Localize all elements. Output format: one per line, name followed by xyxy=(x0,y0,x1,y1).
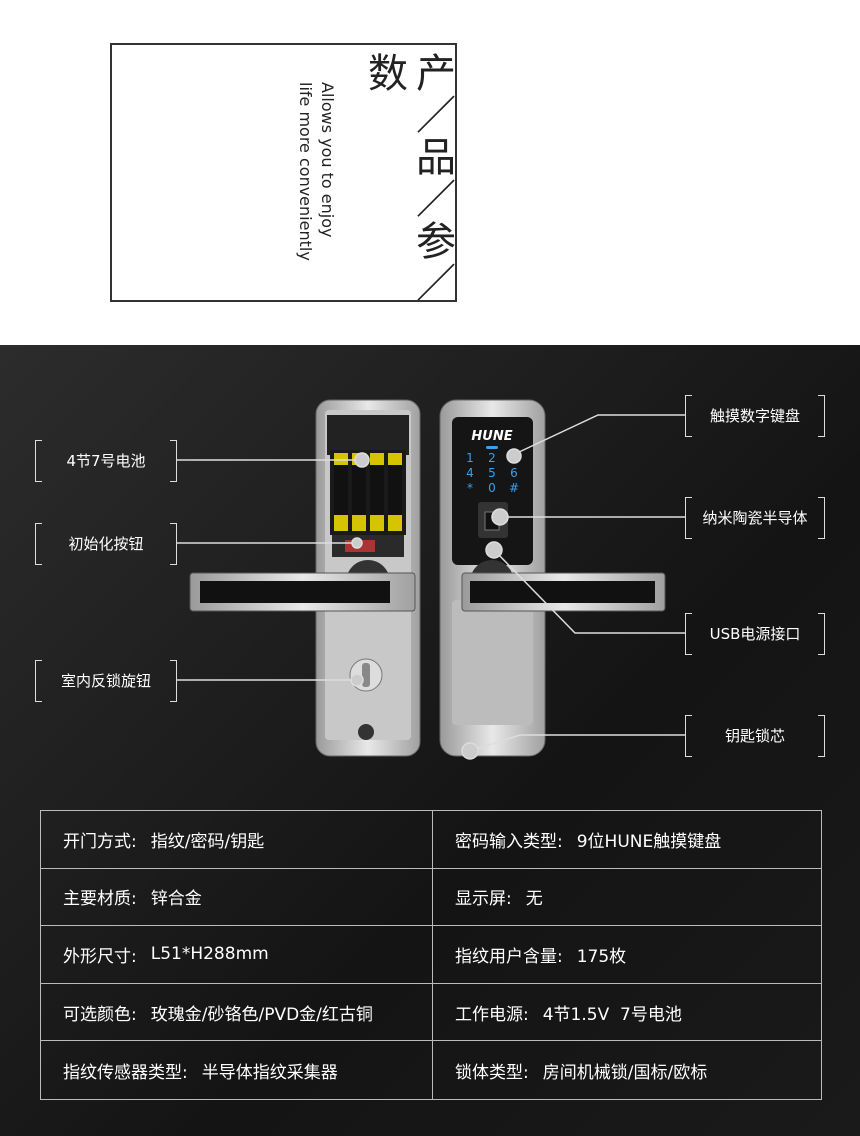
spec-cell: 可选颜色: 玫瑰金/砂铬色/PVD金/红古铜 xyxy=(41,983,433,1041)
battery-icon xyxy=(334,453,402,531)
keypad-key: 1 xyxy=(466,451,474,465)
keypad-key: * xyxy=(467,481,473,495)
table-row: 外形尺寸: L51*H288mm 指纹用户含量: 175枚 xyxy=(41,926,821,984)
spec-cell: 开门方式: 指纹/密码/钥匙 xyxy=(41,811,433,868)
subtitle-line1: Allows you to enjoy xyxy=(318,82,337,238)
leader-lines xyxy=(177,414,685,760)
spec-label: 开门方式: xyxy=(63,831,137,852)
spec-value: 无 xyxy=(525,889,543,910)
spec-label: 主要材质: xyxy=(63,889,137,910)
callout-sensor: 纳米陶瓷半导体 xyxy=(685,497,825,539)
table-row: 开门方式: 指纹/密码/钥匙 密码输入类型: 9位HUNE触摸键盘 xyxy=(41,811,821,869)
spec-label: 指纹用户含量: xyxy=(455,946,563,967)
brand-logo: HUNE xyxy=(471,429,512,444)
spec-value: 9位HUNE触摸键盘 xyxy=(576,831,722,852)
spec-label: 锁体类型: xyxy=(455,1062,529,1083)
keypad-key: 0 xyxy=(488,481,496,495)
spec-value: 半导体指纹采集器 xyxy=(201,1062,338,1083)
spec-label: 显示屏: xyxy=(455,889,512,910)
spec-cell: 指纹传感器类型: 半导体指纹采集器 xyxy=(41,1041,433,1099)
spec-label: 指纹传感器类型: xyxy=(63,1062,188,1083)
spec-table: 开门方式: 指纹/密码/钥匙 密码输入类型: 9位HUNE触摸键盘主要材质: 锌合金 显示… xyxy=(40,810,822,1100)
callout-key-cylinder: 钥匙锁芯 xyxy=(685,715,825,757)
keypad-key: 2 xyxy=(488,451,496,465)
spec-label: 外形尺寸: xyxy=(63,946,137,967)
spec-value: 玫瑰金/砂铬色/PVD金/红古铜 xyxy=(150,1004,373,1025)
spec-cell: 锁体类型: 房间机械锁/国标/欧标 xyxy=(433,1041,821,1099)
spec-value: 锌合金 xyxy=(150,889,202,910)
spec-cell: 指纹用户含量: 175枚 xyxy=(433,926,821,983)
spec-cell: 外形尺寸: L51*H288mm xyxy=(41,926,433,983)
spec-cell: 显示屏: 无 xyxy=(433,869,821,926)
spec-value: 4节1.5V 7号电池 xyxy=(542,1004,682,1025)
keypad-key: 5 xyxy=(488,466,496,480)
spec-value: 房间机械锁/国标/欧标 xyxy=(542,1062,708,1083)
keypad-key: 6 xyxy=(510,466,518,480)
keypad-key: 4 xyxy=(466,466,474,480)
spec-label: 工作电源: xyxy=(455,1004,529,1025)
callout-battery: 4节7号电池 xyxy=(35,440,177,482)
spec-value: 175枚 xyxy=(576,946,627,967)
table-row: 指纹传感器类型: 半导体指纹采集器 锁体类型: 房间机械锁/国标/欧标 xyxy=(41,1041,821,1099)
title-frame xyxy=(110,43,457,302)
spec-label: 可选颜色: xyxy=(63,1004,137,1025)
subtitle-line2: life more conveniently xyxy=(296,82,315,261)
keypad-key: # xyxy=(509,481,519,495)
callout-inner-knob: 室内反锁旋钮 xyxy=(35,660,177,702)
spec-cell: 主要材质: 锌合金 xyxy=(41,868,433,926)
callout-usb: USB电源接口 xyxy=(685,613,825,655)
handles xyxy=(189,572,666,612)
callout-touch-keypad: 触摸数字键盘 xyxy=(685,395,825,437)
page-title: 产／品／参／数 xyxy=(361,52,455,304)
spec-value: L51*H288mm xyxy=(150,944,269,965)
callout-reset-button: 初始化按钮 xyxy=(35,523,177,565)
spec-value: 指纹/密码/钥匙 xyxy=(150,831,265,852)
title-section: 产／品／参／数 Allows you to enjoy life more co… xyxy=(0,0,860,345)
spec-cell: 工作电源: 4节1.5V 7号电池 xyxy=(433,984,821,1041)
spec-cell: 密码输入类型: 9位HUNE触摸键盘 xyxy=(433,811,821,868)
table-row: 主要材质: 锌合金 显示屏: 无 xyxy=(41,868,821,927)
spec-label: 密码输入类型: xyxy=(455,831,563,852)
table-row: 可选颜色: 玫瑰金/砂铬色/PVD金/红古铜 工作电源: 4节1.5V 7号电池 xyxy=(41,983,821,1042)
